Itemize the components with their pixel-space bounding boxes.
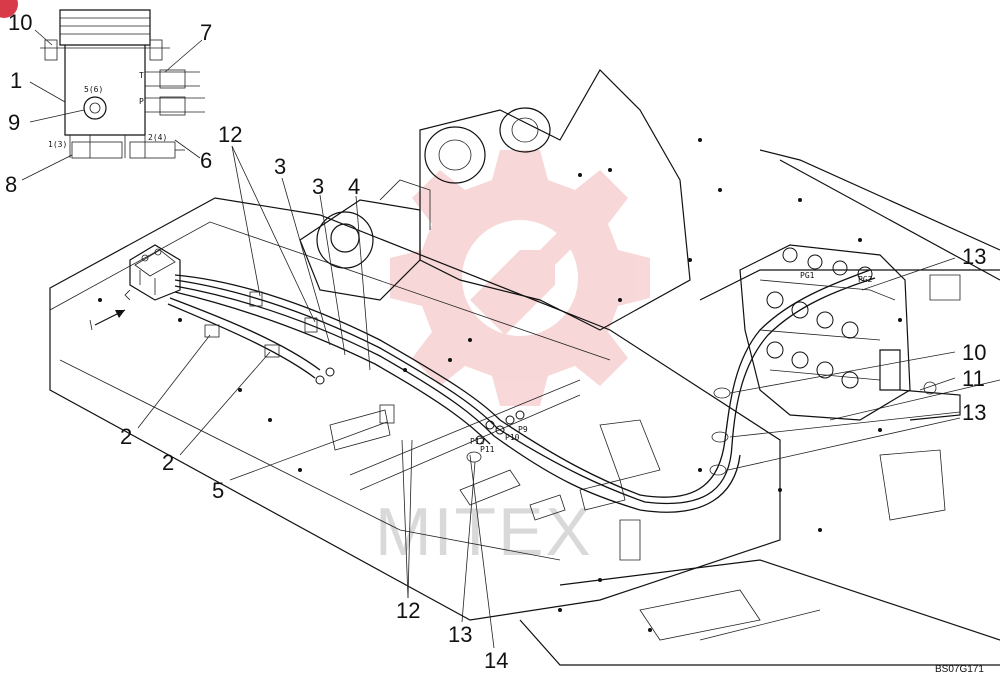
corner-badge-icon [0, 0, 18, 18]
watermark-gear-logo [390, 150, 650, 406]
inset-label-port-p: P [139, 97, 144, 106]
callout-8: 8 [5, 172, 17, 197]
callout-13-bottom: 13 [448, 622, 472, 647]
callout-12-top: 12 [218, 122, 242, 147]
callout-13-top-right: 13 [962, 244, 986, 269]
fitting-cluster [315, 367, 525, 445]
callout-11: 11 [962, 366, 985, 391]
valve-label-p9: P9 [518, 425, 528, 434]
callout-14: 14 [484, 648, 508, 673]
hose-ring-1 [713, 387, 731, 399]
callout-7: 7 [200, 20, 212, 45]
callout-3-right: 3 [312, 174, 324, 199]
excavator-frame [49, 69, 1000, 666]
watermark-wrench [470, 230, 575, 335]
callout-12-bottom: 12 [396, 598, 420, 623]
callout-13-right: 13 [962, 400, 986, 425]
reference-code: BS07G171 [935, 664, 984, 675]
valve-label-p11: P11 [480, 445, 495, 454]
callout-numbers: 10 7 1 9 6 8 12 3 3 4 13 10 11 13 2 2 5 … [5, 10, 986, 673]
callout-6: 6 [200, 148, 212, 173]
valve-label-p10: P10 [505, 433, 520, 442]
inset-label-port-bottom-right: 2(4) [148, 133, 167, 142]
leader-lines [21, 29, 961, 649]
hose-ring-3 [709, 464, 727, 476]
inset-label-port-bottom-left: 1(3) [48, 140, 67, 149]
pilot-valve-block [124, 244, 181, 301]
valve-label-pg2: PG2 [858, 275, 873, 284]
watermark-text: MITEX [375, 494, 593, 570]
hose-bundle: P10 P9 P11 P12 [167, 269, 876, 513]
callout-1: 1 [10, 68, 22, 93]
valve-label-pg1: PG1 [800, 271, 815, 280]
callout-2-right: 2 [162, 450, 174, 475]
callout-3-left: 3 [274, 154, 286, 179]
callout-2-left: 2 [120, 424, 132, 449]
hose-clamps [204, 291, 395, 424]
frame-bolts [98, 138, 902, 632]
callout-5: 5 [212, 478, 224, 503]
callout-10-right: 10 [962, 340, 986, 365]
inset-label-port-t: T [139, 71, 144, 80]
hose-ring-4 [466, 451, 482, 463]
callout-9: 9 [8, 110, 20, 135]
inset-label-port-top: 5(6) [84, 85, 103, 94]
callout-4: 4 [348, 174, 360, 199]
direction-arrow [89, 309, 126, 331]
valve-label-p12: P12 [470, 437, 485, 446]
control-valve-assembly: PG1 PG2 [739, 244, 961, 421]
hose-ring-2 [711, 431, 729, 443]
inset-valve-detail: 5(6) 1(3) 2(4) T P [40, 9, 205, 159]
